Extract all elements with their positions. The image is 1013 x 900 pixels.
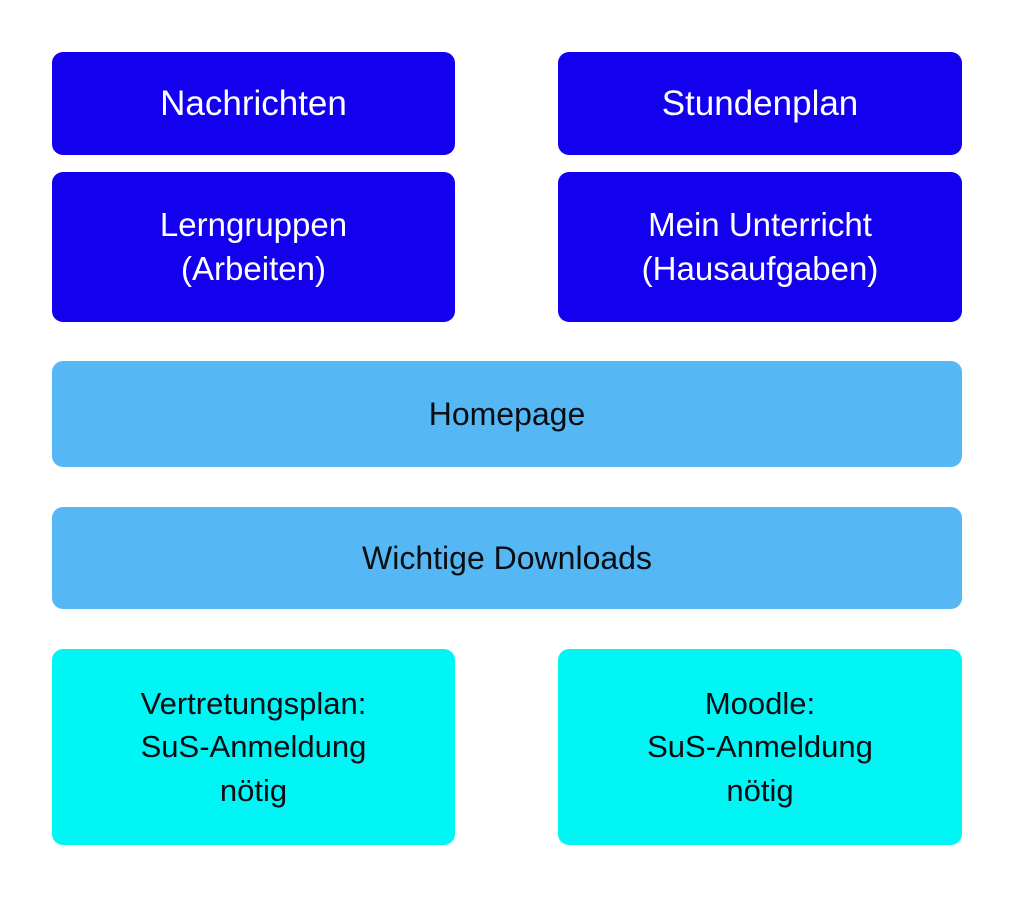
tile-moodle[interactable]: Moodle: SuS-Anmeldung nötig <box>558 649 962 845</box>
tile-mein-unterricht-label: Mein Unterricht (Hausaufgaben) <box>641 206 879 287</box>
tile-vertretungsplan-label: Vertretungsplan: SuS-Anmeldung nötig <box>140 685 367 808</box>
tile-nachrichten[interactable]: Nachrichten <box>52 52 455 155</box>
tile-lerngruppen[interactable]: Lerngruppen (Arbeiten) <box>52 172 455 322</box>
tile-wichtige-downloads[interactable]: Wichtige Downloads <box>52 507 962 609</box>
tile-homepage-label: Homepage <box>428 396 586 432</box>
tile-stundenplan-label: Stundenplan <box>661 83 859 123</box>
tile-stundenplan[interactable]: Stundenplan <box>558 52 962 155</box>
tile-homepage[interactable]: Homepage <box>52 361 962 467</box>
tile-lerngruppen-label: Lerngruppen (Arbeiten) <box>159 206 348 287</box>
tile-mein-unterricht[interactable]: Mein Unterricht (Hausaufgaben) <box>558 172 962 322</box>
tile-vertretungsplan[interactable]: Vertretungsplan: SuS-Anmeldung nötig <box>52 649 455 845</box>
tile-nachrichten-label: Nachrichten <box>160 83 347 123</box>
tile-wichtige-downloads-label: Wichtige Downloads <box>362 540 652 576</box>
tile-moodle-label: Moodle: SuS-Anmeldung nötig <box>647 685 873 808</box>
